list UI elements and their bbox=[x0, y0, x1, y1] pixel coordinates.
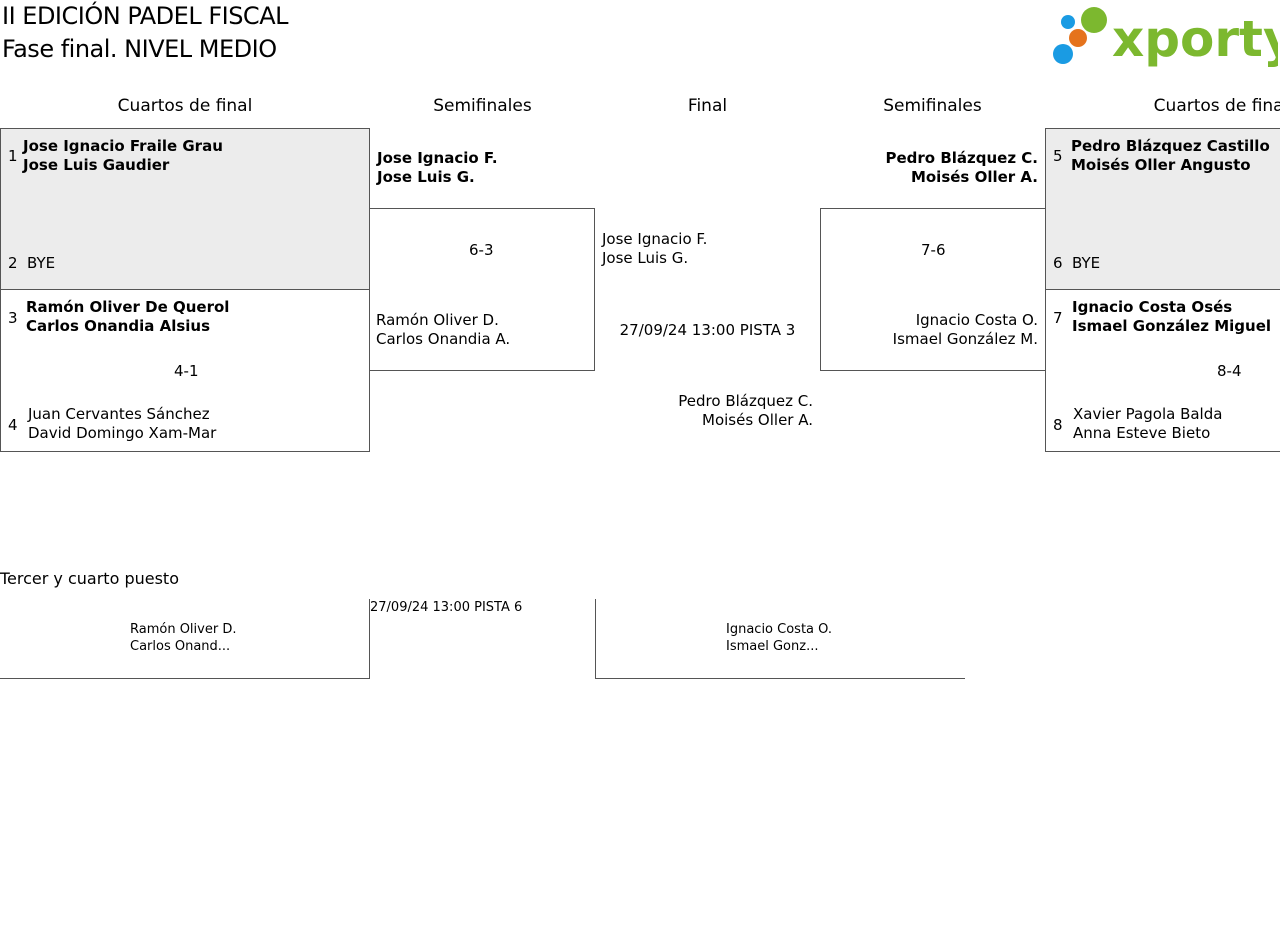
team-player: David Domingo Xam-Mar bbox=[28, 424, 217, 442]
team-player: Ignacio Costa Osés bbox=[1072, 298, 1233, 316]
round-header-right-quarters: Cuartos de final bbox=[1153, 96, 1280, 116]
match-score: 6-3 bbox=[469, 241, 494, 259]
seed-number: 4 bbox=[8, 416, 18, 434]
team-player: Xavier Pagola Balda bbox=[1073, 405, 1223, 423]
xporty-logo: xporty bbox=[1050, 4, 1280, 68]
final-team-player: Moisés Oller A. bbox=[702, 411, 813, 429]
third-place-left-team[interactable]: Ramón Oliver D. Carlos Onand... bbox=[0, 599, 370, 679]
team-player: Jose Ignacio Fraile Grau bbox=[23, 137, 223, 155]
final-team-player: Pedro Blázquez C. bbox=[678, 392, 813, 410]
round-header-right-semis: Semifinales bbox=[883, 96, 982, 116]
seed-number: 3 bbox=[8, 309, 18, 327]
match-score: 4-1 bbox=[174, 362, 199, 380]
left-semi-match[interactable]: 6-3 Ramón Oliver D. Carlos Onandia A. bbox=[369, 208, 595, 371]
semi-team-player: Moisés Oller A. bbox=[910, 168, 1038, 186]
third-place-title: Tercer y cuarto puesto bbox=[0, 569, 179, 588]
semi-team-player: Pedro Blázquez C. bbox=[885, 149, 1038, 167]
bye-label: BYE bbox=[1072, 254, 1101, 272]
third-place-right-team[interactable]: Ignacio Costa O. Ismael Gonz... bbox=[595, 599, 965, 679]
team-player: Carlos Onandia Alsius bbox=[26, 317, 211, 335]
team-player: Ramón Oliver D. bbox=[130, 622, 237, 637]
round-header-left-quarters: Cuartos de final bbox=[117, 96, 253, 116]
right-quarter-match-2[interactable]: 7 Ignacio Costa Osés Ismael González Mig… bbox=[1045, 289, 1280, 452]
team-player: Juan Cervantes Sánchez bbox=[28, 405, 210, 423]
right-quarter-match-1[interactable]: 5 Pedro Blázquez Castillo Moisés Oller A… bbox=[1045, 128, 1280, 290]
team-player: Anna Esteve Bieto bbox=[1073, 424, 1211, 442]
seed-number: 8 bbox=[1053, 416, 1063, 434]
bye-label: BYE bbox=[27, 254, 56, 272]
team-player: Ignacio Costa O. bbox=[726, 622, 832, 637]
final-team-player: Jose Ignacio F. bbox=[602, 230, 708, 248]
team-player: Carlos Onand... bbox=[130, 639, 231, 654]
team-player: Jose Luis Gaudier bbox=[23, 156, 170, 174]
semi-team-player: Jose Luis G. bbox=[377, 168, 475, 186]
tournament-title: II EDICIÓN PADEL FISCAL bbox=[2, 2, 288, 30]
right-semi-match[interactable]: 7-6 Ignacio Costa O. Ismael González M. bbox=[820, 208, 1046, 371]
phase-subtitle: Fase final. NIVEL MEDIO bbox=[2, 35, 277, 63]
xporty-logo-mark: xporty bbox=[1053, 7, 1280, 68]
round-header-left-semis: Semifinales bbox=[433, 96, 532, 116]
seed-number: 2 bbox=[8, 254, 18, 272]
logo-wordmark: xporty bbox=[1112, 10, 1278, 68]
final-schedule: 27/09/24 13:00 PISTA 3 bbox=[619, 321, 796, 339]
team-player: Ramón Oliver De Querol bbox=[26, 298, 230, 316]
left-quarter-match-2[interactable]: 3 Ramón Oliver De Querol Carlos Onandia … bbox=[0, 289, 370, 452]
round-header-final: Final bbox=[687, 96, 728, 116]
team-player: Pedro Blázquez Castillo bbox=[1071, 137, 1270, 155]
seed-number: 1 bbox=[8, 147, 18, 165]
team-player: Moisés Oller Angusto bbox=[1071, 156, 1251, 174]
seed-number: 6 bbox=[1053, 254, 1063, 272]
semi-team-player: Ignacio Costa O. bbox=[915, 311, 1038, 329]
semi-team-player: Ramón Oliver D. bbox=[376, 311, 499, 329]
semi-team-player: Carlos Onandia A. bbox=[376, 330, 511, 348]
third-place-schedule: 27/09/24 13:00 PISTA 6 bbox=[370, 600, 523, 615]
semi-team-player: Ismael González M. bbox=[892, 330, 1038, 348]
match-score: 8-4 bbox=[1217, 362, 1242, 380]
seed-number: 5 bbox=[1053, 147, 1063, 165]
final-team-player: Jose Luis G. bbox=[602, 249, 689, 267]
semi-team-player: Jose Ignacio F. bbox=[377, 149, 498, 167]
team-player: Ismael Gonz... bbox=[726, 639, 819, 654]
left-quarter-match-1[interactable]: 1 Jose Ignacio Fraile Grau Jose Luis Gau… bbox=[0, 128, 370, 290]
match-score: 7-6 bbox=[921, 241, 946, 259]
seed-number: 7 bbox=[1053, 309, 1063, 327]
team-player: Ismael González Miguel bbox=[1072, 317, 1272, 335]
